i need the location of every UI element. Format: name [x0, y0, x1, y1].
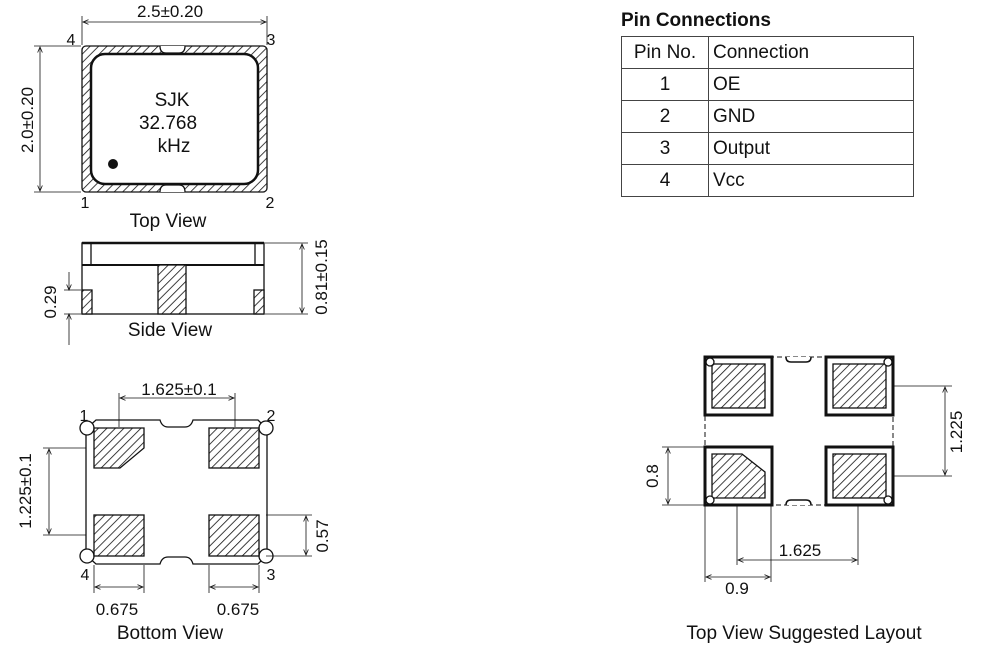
- pin-connection: GND: [708, 100, 914, 133]
- top-pin-label-tl: 4: [67, 32, 76, 49]
- side-pad-left: [81, 289, 93, 315]
- top-notch: [159, 45, 186, 54]
- top-marking-line2: 32.768: [139, 113, 197, 134]
- bottom-pad-height-dim: 0.57: [313, 519, 332, 552]
- layout-pad-width-dim: 0.9: [725, 579, 749, 598]
- top-view-caption: Top View: [130, 211, 207, 232]
- layout-pad-1: [711, 363, 766, 409]
- table-row: 2 GND: [621, 100, 914, 133]
- top-pin-label-bl: 1: [81, 195, 90, 212]
- table-header-row: Pin No. Connection: [621, 36, 914, 69]
- bottom-view: [43, 393, 312, 593]
- layout-pad-height-dim: 0.8: [643, 464, 662, 488]
- bottom-notch: [159, 184, 186, 193]
- pin-number: 3: [621, 132, 709, 165]
- pin-connection: Vcc: [708, 164, 914, 197]
- bottom-pin-label-tl: 1: [80, 408, 89, 425]
- side-view-caption: Side View: [128, 320, 212, 341]
- bottom-vertical-pitch-dim: 1.225±0.1: [16, 453, 35, 529]
- bottom-pin-label-bl: 4: [81, 567, 90, 584]
- layout-view-caption: Top View Suggested Layout: [686, 623, 922, 644]
- top-height-dim: 2.0±0.20: [18, 87, 37, 153]
- table-row: 4 Vcc: [621, 164, 914, 197]
- bottom-view-caption: Bottom View: [117, 623, 224, 644]
- bottom-pin-label-tr: 2: [267, 408, 276, 425]
- bottom-pad-1: [93, 427, 145, 469]
- bottom-pad-3: [208, 514, 260, 557]
- layout-vertical-pitch-dim: 1.225: [947, 411, 966, 454]
- pin-connection: OE: [708, 68, 914, 101]
- side-view: [64, 241, 308, 345]
- top-pin-label-br: 2: [266, 195, 275, 212]
- layout-pad-2: [832, 363, 887, 409]
- side-right-dim: 0.81±0.15: [312, 239, 331, 315]
- pin-connection: Output: [708, 132, 914, 165]
- pin-connections-table: Pin No. Connection 1 OE 2 GND 3 Output 4…: [621, 36, 914, 197]
- bottom-pad-4: [93, 514, 145, 557]
- top-marking-line3: kHz: [158, 136, 191, 157]
- table-row: 3 Output: [621, 132, 914, 165]
- top-view-lid: [89, 52, 260, 186]
- top-pin-label-tr: 3: [267, 32, 276, 49]
- pin1-dot: [108, 159, 118, 169]
- header-connection: Connection: [708, 36, 914, 69]
- bottom-pin-label-br: 3: [267, 567, 276, 584]
- bottom-pitch-dim: 1.625±0.1: [141, 380, 217, 399]
- side-pad-center: [157, 264, 187, 315]
- top-marking-line1: SJK: [155, 90, 190, 111]
- layout-pad-4: [711, 453, 766, 499]
- pin-number: 4: [621, 164, 709, 197]
- header-pin-no: Pin No.: [621, 36, 709, 69]
- bottom-pad-width-right: 0.675: [217, 600, 260, 619]
- pin-connections-title: Pin Connections: [621, 10, 771, 31]
- pin-number: 1: [621, 68, 709, 101]
- side-left-dim: 0.29: [41, 285, 60, 318]
- top-width-dim: 2.5±0.20: [137, 2, 203, 21]
- top-view: [34, 16, 268, 193]
- pin-number: 2: [621, 100, 709, 133]
- side-pad-right: [253, 289, 265, 315]
- layout-pitch-dim: 1.625: [779, 541, 822, 560]
- table-row: 1 OE: [621, 68, 914, 101]
- layout-view: [662, 355, 952, 582]
- bottom-pad-width-left: 0.675: [96, 600, 139, 619]
- layout-pad-3: [832, 453, 887, 499]
- bottom-pad-2: [208, 427, 260, 469]
